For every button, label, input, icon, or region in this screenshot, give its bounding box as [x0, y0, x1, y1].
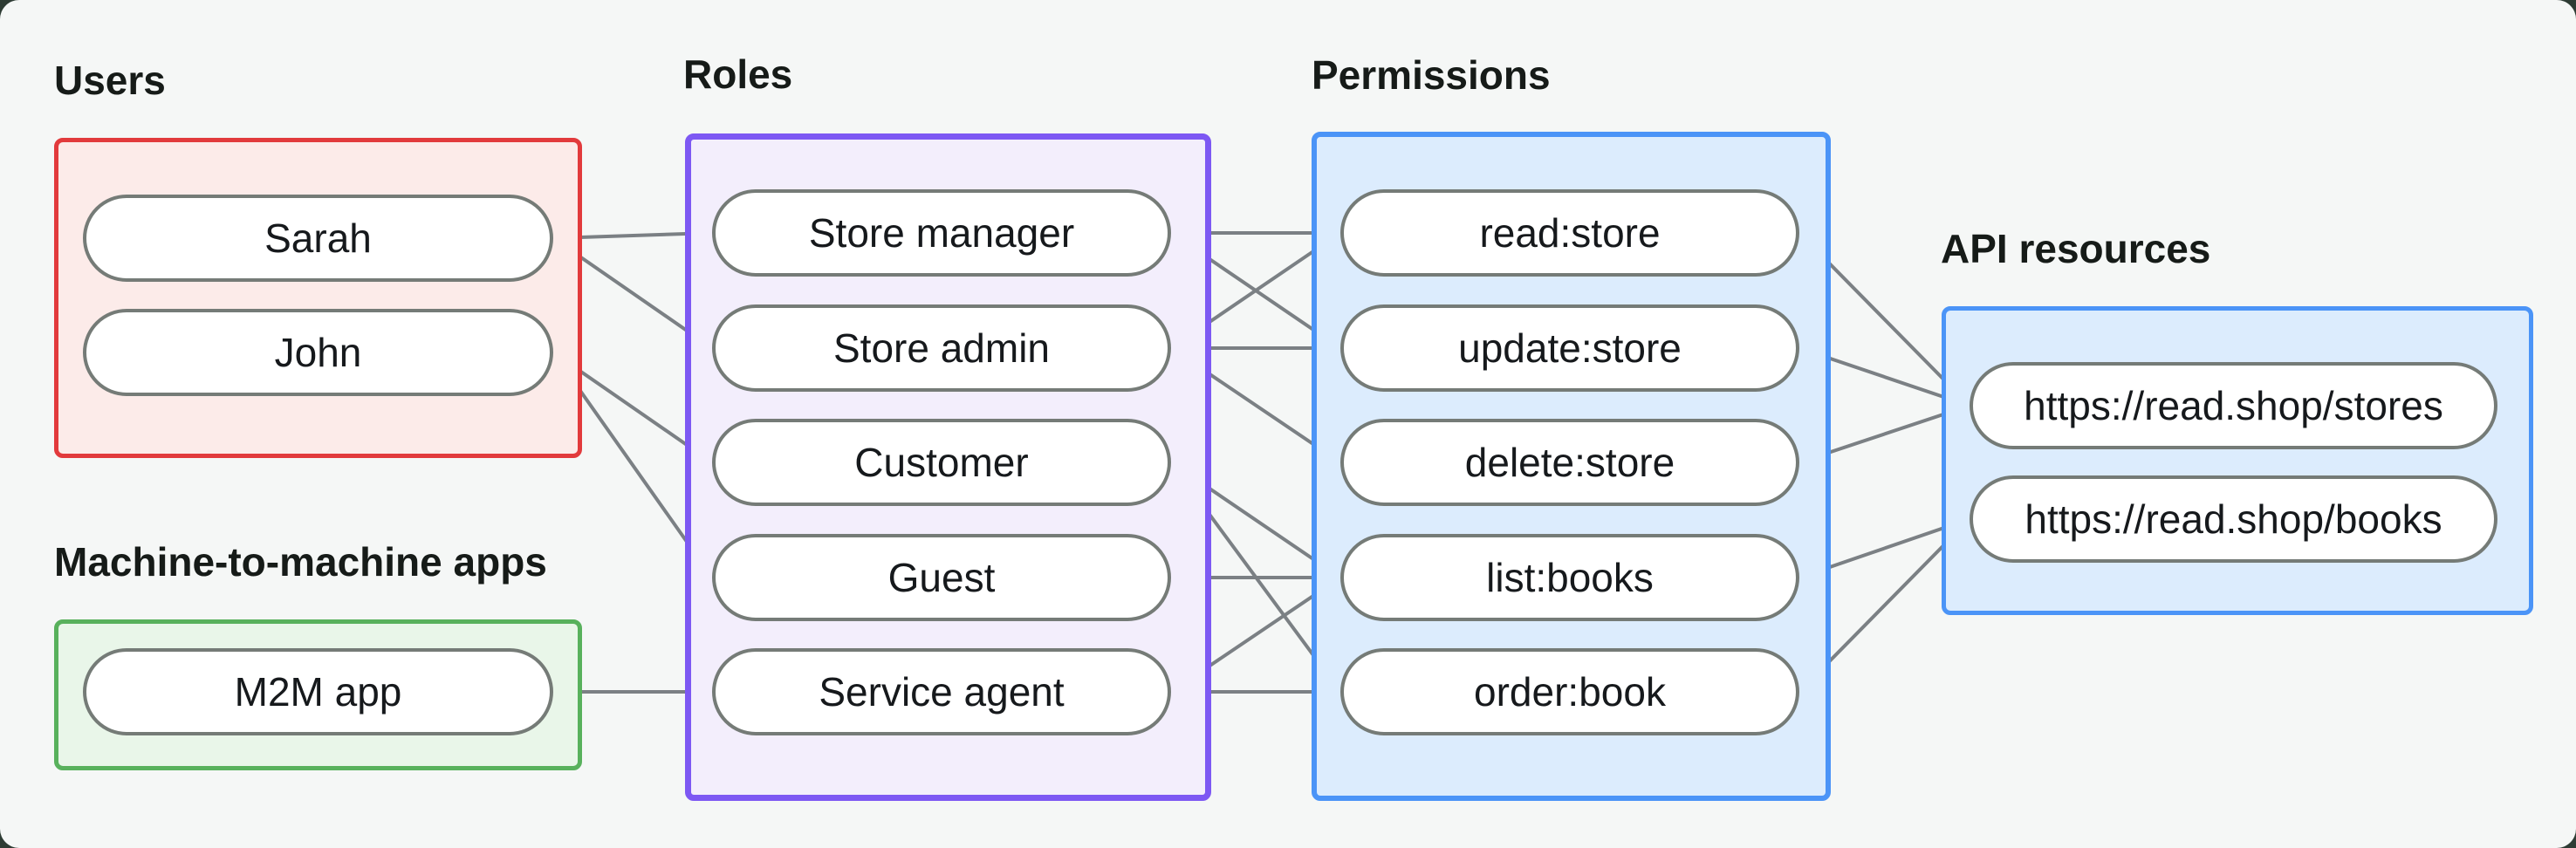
node-customer: Customer — [712, 419, 1171, 506]
group-box-users — [54, 138, 582, 458]
group-box-api — [1942, 306, 2533, 615]
node-m2m-app: M2M app — [83, 648, 553, 735]
node-stores: https://read.shop/stores — [1970, 362, 2497, 449]
node-guest: Guest — [712, 534, 1171, 621]
node-order-book: order:book — [1340, 648, 1799, 735]
group-label-m2m: Machine-to-machine apps — [54, 539, 547, 585]
group-label-permissions: Permissions — [1312, 52, 1551, 98]
node-list-books: list:books — [1340, 534, 1799, 621]
node-service-agent: Service agent — [712, 648, 1171, 735]
node-read-store: read:store — [1340, 189, 1799, 277]
node-sarah: Sarah — [83, 195, 553, 282]
node-john: John — [83, 309, 553, 396]
node-update-store: update:store — [1340, 304, 1799, 392]
node-books: https://read.shop/books — [1970, 475, 2497, 563]
node-store-manager: Store manager — [712, 189, 1171, 277]
group-label-api: API resources — [1941, 226, 2211, 271]
node-store-admin: Store admin — [712, 304, 1171, 392]
node-delete-store: delete:store — [1340, 419, 1799, 506]
group-label-roles: Roles — [683, 51, 793, 97]
group-label-users: Users — [54, 58, 166, 103]
